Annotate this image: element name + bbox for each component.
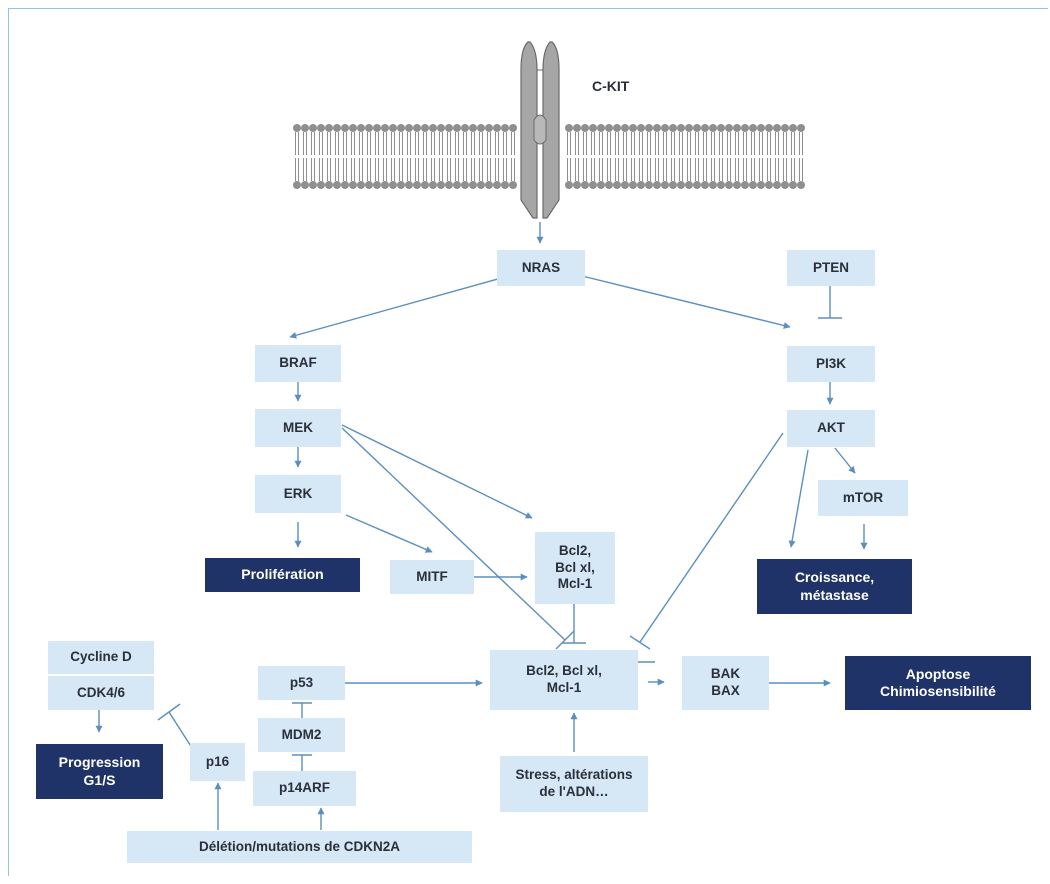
arrow-mek-bcl2 — [341, 424, 533, 519]
cell-membrane — [293, 124, 805, 189]
node-pi3k: PI3K — [787, 346, 875, 382]
node-croissance: Croissance, métastase — [757, 559, 912, 614]
inhibit-mek-bcl2 — [341, 427, 566, 641]
node-nras: NRAS — [497, 250, 585, 286]
ckit-label: C-KIT — [592, 78, 630, 94]
node-cdk46: CDK4/6 — [48, 676, 154, 710]
node-erk: ERK — [255, 475, 341, 513]
ckit-receptor-icon — [520, 41, 560, 219]
node-bak-bax: BAK BAX — [682, 656, 769, 710]
inhibit-akt-bak — [639, 432, 784, 643]
node-bcl2-mid: Bcl2, Bcl xl, Mcl-1 — [490, 650, 638, 710]
node-apoptose: Apoptose Chimiosensibilité — [845, 656, 1031, 710]
node-p14arf: p14ARF — [253, 771, 356, 806]
node-akt: AKT — [787, 410, 875, 447]
node-proliferation: Prolifération — [205, 558, 360, 592]
arrow-akt-croissance — [788, 449, 809, 548]
node-p53: p53 — [258, 666, 345, 700]
arrow-nras-pi3k — [577, 274, 791, 329]
node-mek: MEK — [255, 409, 341, 447]
node-pten: PTEN — [787, 250, 875, 286]
node-mtor: mTOR — [818, 480, 908, 516]
node-braf: BRAF — [255, 345, 341, 382]
inhibit-p16-cdk46 — [168, 711, 193, 749]
node-mitf: MITF — [390, 560, 474, 594]
arrow-erk-mitf — [345, 514, 433, 553]
node-stress: Stress, altérations de l'ADN… — [500, 756, 648, 812]
node-p16: p16 — [190, 743, 245, 781]
figure-frame — [8, 8, 1048, 876]
arrow-akt-mtor — [834, 447, 856, 474]
node-deletion: Délétion/mutations de CDKN2A — [127, 831, 472, 863]
node-mdm2: MDM2 — [258, 718, 345, 752]
arrow-nras-braf — [289, 274, 513, 339]
node-progression: Progression G1/S — [36, 744, 163, 799]
node-cycline-d: Cycline D — [48, 641, 154, 674]
node-bcl2-top: Bcl2, Bcl xl, Mcl-1 — [535, 532, 615, 604]
